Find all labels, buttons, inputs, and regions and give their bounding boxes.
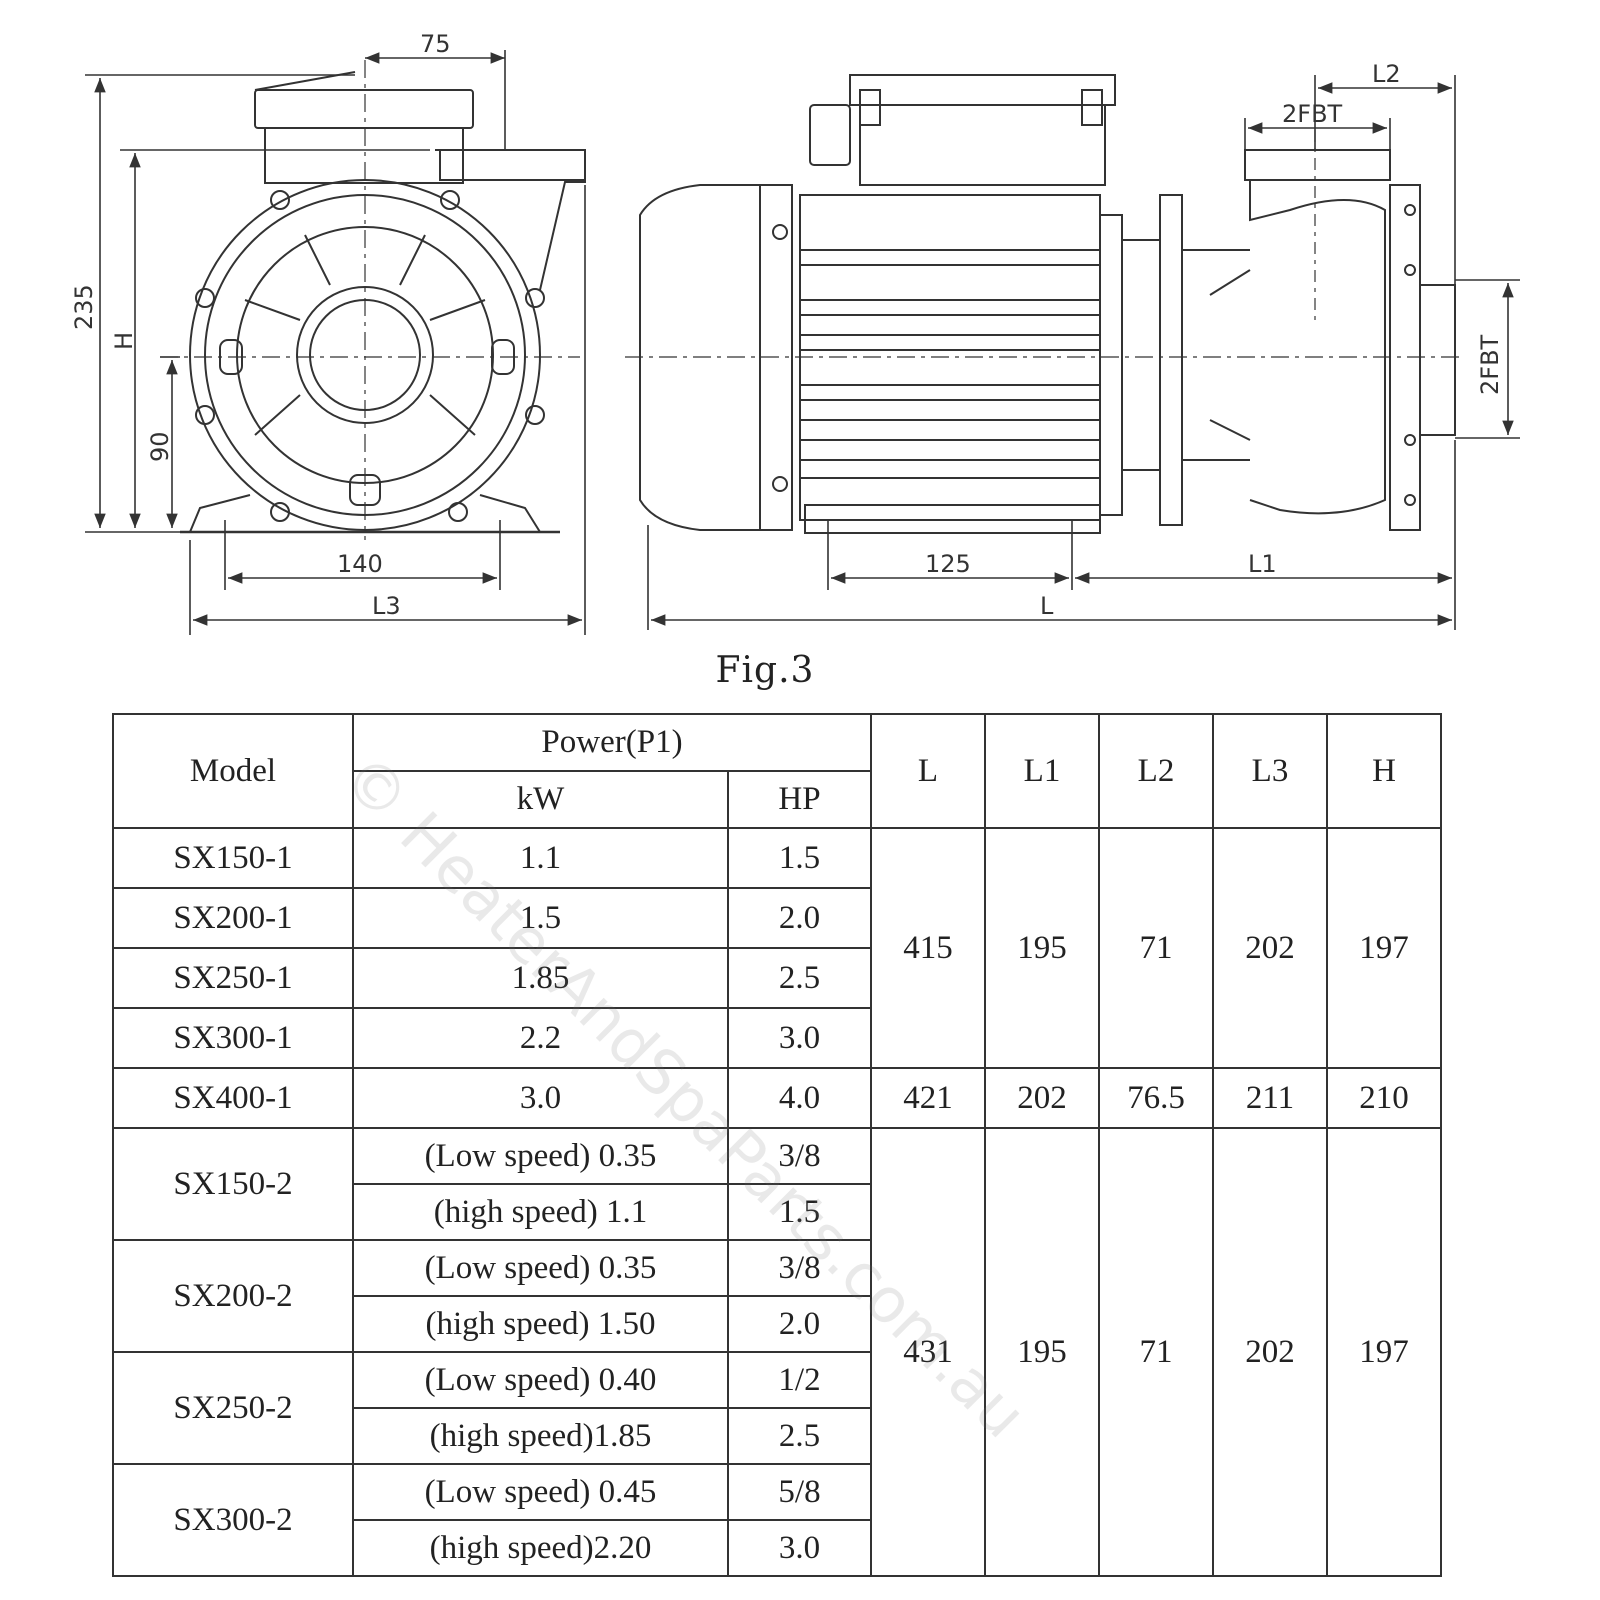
cell-kw: (Low speed) 0.35	[352, 1127, 729, 1185]
cell-hp: 1.5	[727, 827, 872, 889]
cell-model: SX250-1	[112, 947, 354, 1009]
dim-l2-label: L2	[1372, 60, 1401, 88]
cell-l1: 202	[984, 1067, 1100, 1129]
dim-h-label: H	[110, 332, 138, 350]
cell-hp: 4.0	[727, 1067, 872, 1129]
cell-model: SX200-2	[112, 1239, 354, 1353]
cell-kw: 1.5	[352, 887, 729, 949]
header-l2: L2	[1098, 713, 1214, 829]
header-l: L	[870, 713, 986, 829]
cell-l: 421	[870, 1067, 986, 1129]
cell-hp: 3/8	[727, 1127, 872, 1185]
cell-kw: (Low speed) 0.45	[352, 1463, 729, 1521]
cell-model: SX200-1	[112, 887, 354, 949]
cell-kw: (high speed) 1.50	[352, 1295, 729, 1353]
cell-model: SX150-2	[112, 1127, 354, 1241]
cell-hp: 3/8	[727, 1239, 872, 1297]
header-power: Power(P1)	[352, 713, 872, 772]
dim-90-label: 90	[146, 431, 174, 462]
cell-l: 415	[870, 827, 986, 1069]
cell-hp: 2.5	[727, 947, 872, 1009]
dim-l3-label: L3	[372, 592, 401, 620]
dim-2fbt-top-label: 2FBT	[1282, 100, 1343, 128]
spec-table: Model Power(P1) L L1 L2 L3 H kW HP SX150…	[112, 713, 1442, 1577]
cell-l2: 76.5	[1098, 1067, 1214, 1129]
header-hp: HP	[727, 770, 872, 829]
cell-hp: 5/8	[727, 1463, 872, 1521]
cell-hp: 2.0	[727, 887, 872, 949]
cell-l2: 71	[1098, 827, 1214, 1069]
cell-model: SX150-1	[112, 827, 354, 889]
cell-kw: (high speed) 1.1	[352, 1183, 729, 1241]
dim-2fbt-side-label: 2FBT	[1476, 334, 1504, 395]
cell-l3: 211	[1212, 1067, 1328, 1129]
cell-kw: (Low speed) 0.40	[352, 1351, 729, 1409]
header-l1: L1	[984, 713, 1100, 829]
figure-caption: Fig.3	[715, 650, 815, 691]
cell-hp: 1/2	[727, 1351, 872, 1409]
front-view-dimensions	[85, 50, 586, 635]
cell-h: 197	[1326, 1127, 1442, 1577]
cell-kw: 1.85	[352, 947, 729, 1009]
cell-h: 210	[1326, 1067, 1442, 1129]
cell-l3: 202	[1212, 1127, 1328, 1577]
cell-l: 431	[870, 1127, 986, 1577]
cell-model: SX300-1	[112, 1007, 354, 1069]
cell-l1: 195	[984, 1127, 1100, 1577]
front-view	[160, 60, 586, 540]
dim-75-label: 75	[420, 30, 451, 58]
cell-l3: 202	[1212, 827, 1328, 1069]
cell-model: SX400-1	[112, 1067, 354, 1129]
side-view-dimensions	[647, 75, 1520, 630]
dim-140-label: 140	[337, 550, 383, 578]
header-h: H	[1326, 713, 1442, 829]
cell-hp: 1.5	[727, 1183, 872, 1241]
cell-hp: 3.0	[727, 1007, 872, 1069]
cell-l1: 195	[984, 827, 1100, 1069]
dim-l1-label: L1	[1248, 550, 1277, 578]
dim-l-label: L	[1040, 592, 1054, 620]
cell-kw: 3.0	[352, 1067, 729, 1129]
cell-model: SX300-2	[112, 1463, 354, 1577]
header-l3: L3	[1212, 713, 1328, 829]
technical-drawing: 75 235 H 90 140 L3	[70, 30, 1520, 635]
cell-hp: 2.0	[727, 1295, 872, 1353]
cell-h: 197	[1326, 827, 1442, 1069]
header-kw: kW	[352, 770, 729, 829]
cell-l2: 71	[1098, 1127, 1214, 1577]
side-view	[625, 74, 1465, 534]
dim-125-label: 125	[925, 550, 971, 578]
cell-kw: 1.1	[352, 827, 729, 889]
cell-model: SX250-2	[112, 1351, 354, 1465]
cell-hp: 2.5	[727, 1407, 872, 1465]
dim-235-label: 235	[70, 284, 98, 330]
cell-kw: 2.2	[352, 1007, 729, 1069]
cell-kw: (high speed)1.85	[352, 1407, 729, 1465]
cell-kw: (high speed)2.20	[352, 1519, 729, 1577]
cell-hp: 3.0	[727, 1519, 872, 1577]
cell-kw: (Low speed) 0.35	[352, 1239, 729, 1297]
header-model: Model	[112, 713, 354, 829]
